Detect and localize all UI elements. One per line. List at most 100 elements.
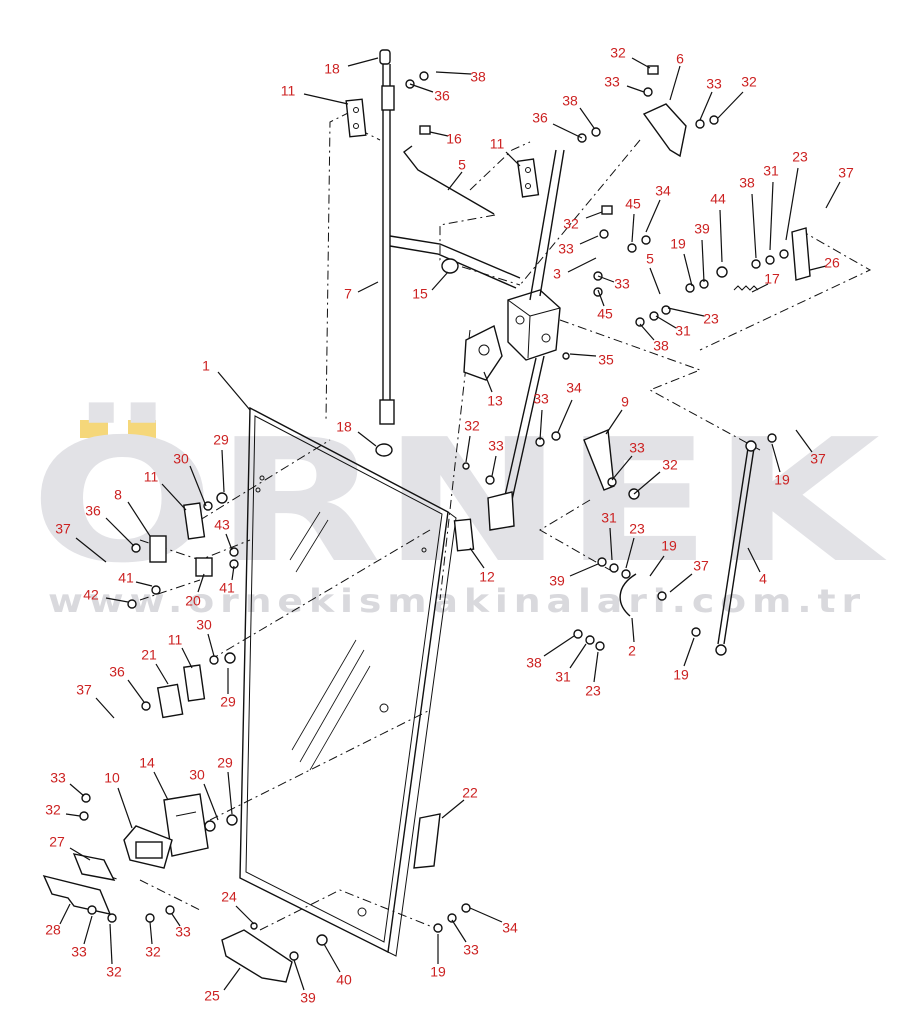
callout-leader [65, 813, 81, 817]
callout-leader [631, 213, 635, 243]
part-number-label: 19 [661, 538, 677, 554]
callout-leader [227, 771, 233, 815]
callout-leader [117, 787, 133, 829]
part-number-label: 17 [764, 271, 780, 287]
part-number-label: 32 [662, 457, 678, 473]
door-glass-panel [239, 406, 457, 957]
callout-leader [409, 83, 434, 93]
callout-leader [95, 697, 115, 719]
part-number-label: 19 [670, 236, 686, 252]
callout-leader [649, 555, 665, 577]
part-number-label: 1 [202, 358, 210, 374]
watermark-url: www.ornekismakinalari.com.tr [48, 582, 866, 620]
part-number-label: 6 [676, 51, 684, 67]
part-number-label: 2 [628, 643, 636, 659]
part-number-label: 33 [614, 276, 630, 292]
callout-leader [683, 253, 693, 287]
callout-leader [483, 371, 493, 393]
part-number-label: 44 [710, 191, 726, 207]
part-number-label: 32 [106, 964, 122, 980]
part-number-label: 30 [173, 451, 189, 467]
callout-leader [543, 635, 575, 657]
callout-leader [153, 771, 169, 801]
callout-leader [719, 209, 723, 263]
callout-leader [625, 537, 635, 569]
callout-leader [469, 547, 485, 569]
callout-leader [323, 943, 341, 973]
part-number-label: 37 [838, 165, 854, 181]
part-number-label: 14 [139, 755, 155, 771]
callout-leader [701, 239, 705, 283]
callout-leader [83, 915, 93, 945]
callout-leader [597, 275, 615, 283]
plate-13 [463, 324, 503, 381]
assembly-lines [89, 111, 872, 931]
part-number-label: 22 [462, 785, 478, 801]
part-number-label: 33 [463, 942, 479, 958]
part-number-label: 11 [281, 83, 296, 99]
callout-leader [465, 435, 471, 463]
callout-leader [491, 455, 497, 477]
part-number-label: 33 [558, 241, 574, 257]
part-number-label: 18 [324, 61, 340, 77]
part-number-label: 19 [673, 667, 689, 683]
part-number-label: 38 [562, 93, 578, 109]
spring-17 [733, 285, 759, 291]
part-number-label: 23 [629, 521, 645, 537]
callout-leader [207, 633, 215, 657]
callout-leader [567, 257, 597, 273]
callout-leader [135, 581, 153, 587]
part-number-label: 23 [792, 149, 808, 165]
part-number-label: 33 [629, 440, 645, 456]
callout-leader [809, 265, 827, 271]
part-number-label: 43 [214, 517, 230, 533]
bracket-6 [642, 103, 687, 158]
part-number-label: 37 [76, 682, 92, 698]
part-number-label: 41 [118, 570, 134, 586]
callout-leader [747, 547, 761, 573]
handle-25 [221, 929, 293, 983]
hardware [79, 65, 789, 961]
callout-leader [611, 455, 633, 481]
callout-leader [751, 193, 757, 259]
callout-leader [231, 565, 235, 581]
part-number-label: 31 [601, 510, 617, 526]
part-number-label: 28 [45, 922, 61, 938]
part-number-label: 34 [655, 183, 671, 199]
part-number-label: 9 [621, 394, 629, 410]
callout-leader [669, 65, 681, 101]
part-number-label: 19 [430, 964, 446, 980]
callout-leader [655, 315, 677, 329]
callout-leader [633, 471, 661, 495]
part-number-label: 37 [810, 451, 826, 467]
callout-leader [631, 57, 651, 69]
part-number-label: 38 [526, 655, 542, 671]
callout-leader [221, 449, 225, 493]
part-number-label: 42 [83, 587, 99, 603]
callout-leader [181, 647, 193, 669]
callout-leader [223, 967, 241, 991]
callout-leader [597, 289, 605, 307]
watermark: ÖRNEK www.ornekismakinalari.com.tr [30, 402, 887, 620]
callout-leader [225, 533, 233, 551]
lock-block [487, 149, 565, 531]
strip-22 [413, 813, 441, 869]
callout-leader [795, 429, 813, 453]
callout-leader [505, 151, 521, 167]
lever-2 [619, 573, 637, 617]
part-number-label: 29 [217, 755, 233, 771]
part-number-label: 35 [598, 352, 614, 368]
part-number-label: 25 [204, 988, 220, 1004]
callout-leader [109, 923, 113, 965]
watermark-umlaut-right [128, 420, 156, 438]
callout-leader [69, 847, 91, 861]
part-number-label: 41 [219, 580, 235, 596]
part-number-label: 21 [141, 647, 157, 663]
part-number-label: 30 [196, 617, 212, 633]
callout-leader [171, 913, 181, 927]
callout-leader [785, 167, 799, 241]
callout-leader [751, 283, 769, 293]
callout-leader [769, 181, 774, 251]
part-number-label: 38 [739, 175, 755, 191]
part-number-label: 38 [470, 69, 486, 85]
